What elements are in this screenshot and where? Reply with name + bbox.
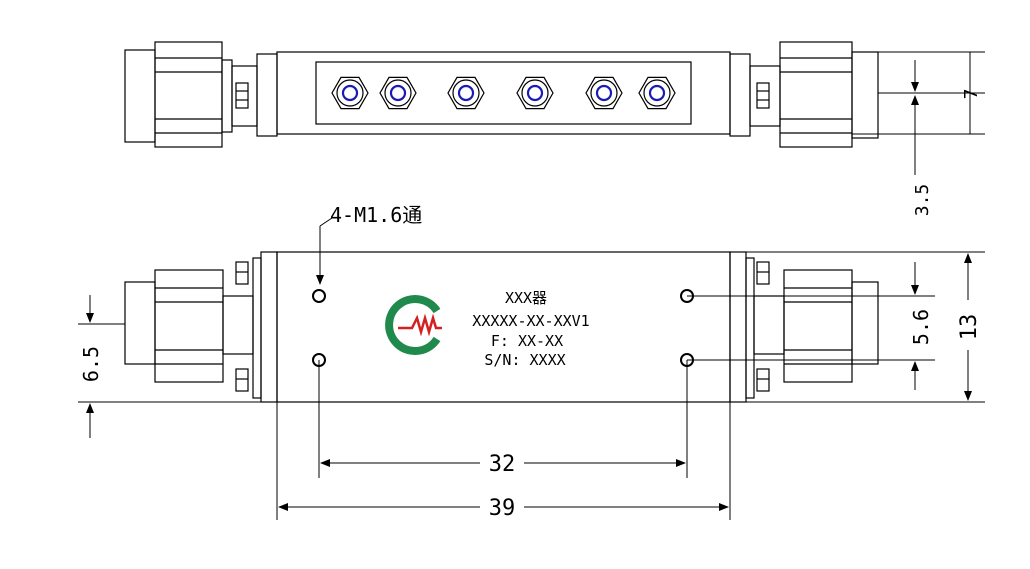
tuning-screw [379, 76, 417, 110]
front-left-connector [124, 251, 278, 403]
front-view [124, 251, 879, 403]
top-left-connector [124, 41, 278, 148]
tuning-screw [447, 76, 485, 110]
tuning-screws [331, 76, 676, 110]
label-line-3: F: XX-XX [491, 332, 563, 350]
dim-body-height-label: 13 [957, 314, 982, 341]
dim-hole-spacing-v-label: 5.6 [909, 309, 933, 345]
company-logo [385, 295, 442, 355]
label-line-2: XXXXX-XX-XXV1 [472, 312, 589, 330]
tuning-screw [585, 76, 623, 110]
tuning-screw [331, 76, 369, 110]
tuning-screw [516, 76, 554, 110]
dim-top-offset-label: 3.5 [912, 184, 933, 217]
tuning-screw [638, 76, 676, 110]
top-dimensions [852, 51, 985, 175]
front-right-connector [729, 251, 879, 403]
hole-callout-label: 4-M1.6通 [330, 203, 422, 227]
mounting-hole [312, 289, 326, 303]
top-right-connector [729, 41, 879, 148]
hole-callout-leader [316, 217, 333, 285]
dim-hole-spacing-h-label: 32 [489, 452, 516, 477]
label-line-4: S/N: XXXX [484, 351, 565, 369]
front-dimensions [78, 251, 985, 520]
label-line-1: XXX器 [505, 289, 547, 307]
top-view [124, 41, 879, 148]
dim-top-height-label: 7 [961, 89, 982, 100]
dim-connector-offset-label: 6.5 [79, 346, 103, 382]
top-body [276, 51, 731, 135]
dim-body-length-label: 39 [489, 496, 516, 521]
top-screw-panel [315, 61, 692, 125]
